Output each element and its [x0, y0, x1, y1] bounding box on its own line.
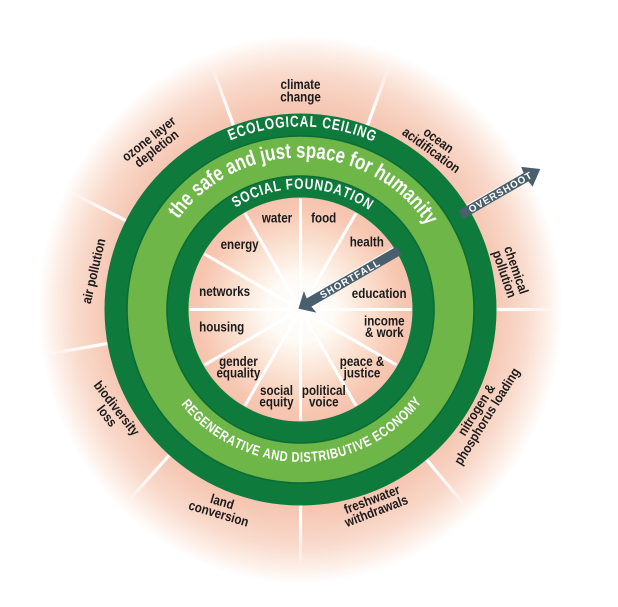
- svg-text:D: D: [291, 450, 300, 466]
- svg-text:climate: climate: [281, 77, 321, 92]
- svg-text:food: food: [311, 211, 336, 226]
- svg-text:p: p: [305, 140, 317, 164]
- svg-text:I: I: [348, 187, 358, 203]
- svg-text:peace &: peace &: [340, 354, 384, 369]
- svg-text:s: s: [274, 140, 286, 164]
- svg-text:water: water: [261, 211, 292, 226]
- svg-text:I: I: [239, 438, 248, 453]
- svg-text:& work: & work: [365, 325, 404, 340]
- svg-text:education: education: [352, 286, 407, 301]
- svg-text:U: U: [304, 176, 314, 193]
- svg-text:F: F: [285, 176, 294, 193]
- svg-text:I: I: [257, 182, 265, 199]
- svg-text:equality: equality: [216, 366, 260, 381]
- svg-text:I: I: [339, 117, 346, 135]
- svg-text:health: health: [350, 235, 384, 250]
- svg-text:R: R: [317, 448, 327, 464]
- svg-text:I: I: [350, 439, 359, 455]
- svg-text:s: s: [296, 140, 305, 163]
- svg-text:S: S: [303, 449, 311, 465]
- svg-text:land: land: [209, 491, 236, 512]
- svg-text:justice: justice: [343, 366, 381, 381]
- svg-text:I: I: [325, 447, 331, 463]
- svg-text:gender: gender: [219, 354, 258, 369]
- svg-text:D: D: [322, 178, 334, 196]
- svg-text:L: L: [309, 112, 318, 130]
- svg-text:voice: voice: [309, 395, 339, 410]
- svg-text:N: N: [313, 176, 324, 194]
- svg-text:political: political: [302, 383, 346, 398]
- svg-text:E: E: [250, 442, 262, 459]
- svg-text:I: I: [300, 450, 303, 465]
- svg-text:networks: networks: [199, 284, 250, 299]
- svg-text:A: A: [261, 445, 272, 462]
- svg-text:N: N: [270, 447, 281, 464]
- svg-text:energy: energy: [221, 237, 259, 252]
- svg-text:I: I: [285, 112, 290, 130]
- svg-text:L: L: [254, 116, 265, 135]
- svg-text:a: a: [315, 141, 328, 165]
- svg-text:t: t: [284, 140, 292, 164]
- svg-text:O: O: [294, 175, 304, 192]
- svg-text:u: u: [263, 142, 278, 167]
- svg-text:G: G: [274, 113, 285, 132]
- svg-text:social: social: [260, 383, 293, 398]
- svg-text:A: A: [300, 112, 309, 130]
- svg-text:change: change: [280, 90, 321, 105]
- svg-text:I: I: [351, 120, 359, 138]
- svg-text:E: E: [331, 115, 342, 134]
- svg-text:O: O: [263, 114, 275, 133]
- svg-text:B: B: [328, 445, 339, 462]
- svg-text:housing: housing: [199, 320, 244, 335]
- svg-text:D: D: [279, 448, 289, 464]
- svg-text:j: j: [257, 144, 268, 168]
- svg-text:L: L: [272, 177, 282, 195]
- svg-text:T: T: [344, 441, 356, 458]
- svg-text:income: income: [364, 314, 405, 329]
- svg-text:C: C: [321, 113, 332, 132]
- svg-text:T: T: [310, 449, 319, 465]
- svg-text:C: C: [290, 112, 299, 130]
- svg-text:equity: equity: [259, 395, 293, 410]
